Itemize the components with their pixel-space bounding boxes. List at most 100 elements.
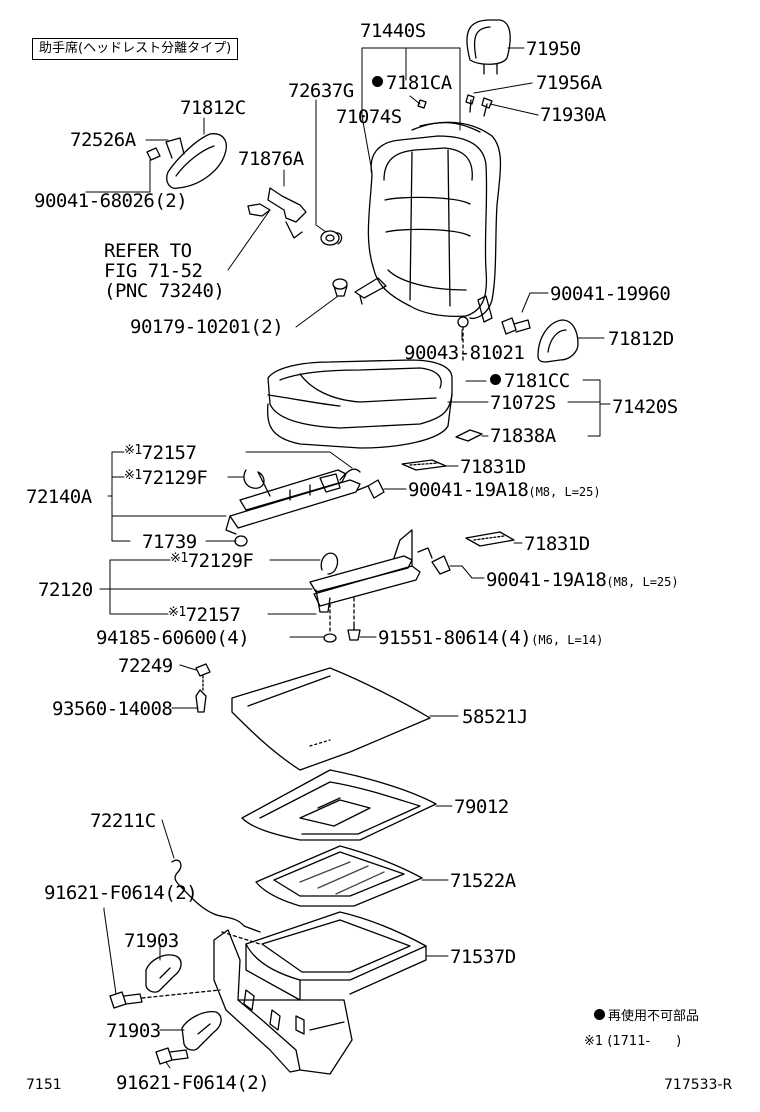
bolt-19960-drawing [501,317,531,335]
seat-track-lower-drawing [309,529,451,643]
label-71074S: 71074S [336,106,402,128]
label-7181CA: 7181CA [372,74,452,93]
spec-m6: (M6, L=14) [531,633,604,647]
footnote-mark: ※1 [170,551,188,566]
label-90043-81021: 90043-81021 [404,342,525,364]
label-90041-19A18-lower-text: 90041-19A18 [486,569,607,591]
pad-71831D-lower-drawing [465,531,515,547]
label-72120: 72120 [38,579,93,601]
pad-71838A-drawing [455,429,483,442]
footer-figure-number: 7151 [26,1077,62,1093]
label-71956A: 71956A [536,72,602,94]
label-71903-upper: 71903 [124,930,179,952]
label-72637G: 72637G [288,80,354,102]
cover-71812D-drawing [537,319,579,363]
label-72249: 72249 [118,655,173,677]
label-71876A: 71876A [238,148,304,170]
bolt-68026-drawing [146,147,161,161]
label-72140A: 72140A [26,486,92,508]
label-71522A: 71522A [450,870,516,892]
label-71812D: 71812D [608,328,674,350]
spec-m8-upper: (M8, L=25) [528,485,601,499]
refer-line-2: FIG 71-52 [104,260,203,282]
refer-line-3: (PNC 73240) [104,280,225,302]
label-91621-F0614-lower: 91621-F0614(2) [116,1072,270,1094]
label-90041-19A18-upper: 90041-19A18(M8, L=25) [408,481,601,500]
label-90041-19A18-upper-text: 90041-19A18 [408,479,529,501]
footer-illustration-code: 717533-R [664,1077,733,1093]
label-90041-19960: 90041-19960 [550,283,671,305]
label-72129F-upper: ※172129F [124,467,208,489]
nonreusable-dot-icon [372,76,383,87]
legend-nonreusable: 再使用不可部品 [594,1009,700,1024]
seat-cushion-drawing [266,359,453,449]
legend-nonreusable-text: 再使用不可部品 [608,1009,700,1024]
label-93560-14008: 93560-14008 [52,698,173,720]
label-90179-10201: 90179-10201(2) [130,316,284,338]
footnote-mark: ※1 [124,443,142,458]
spec-m8-lower: (M8, L=25) [606,575,679,589]
bolt-91621-lower-drawing [155,1047,189,1065]
label-72129F-upper-text: 72129F [141,467,208,489]
footnote-mark: ※1 [168,605,186,620]
label-71812C: 71812C [180,97,246,119]
headrest-drawing [466,19,511,75]
label-90041-19A18-lower: 90041-19A18(M8, L=25) [486,571,679,590]
label-72129F-lower: ※172129F [170,550,254,572]
legend-note1: ※1 (1711- ) [584,1035,681,1048]
label-79012: 79012 [454,796,509,818]
label-72157-upper: ※172157 [124,442,197,464]
label-7181CA-text: 7181CA [386,72,452,94]
label-71950: 71950 [526,38,581,60]
clip-72249-drawing [195,663,211,713]
refer-line-1: REFER TO [104,240,192,262]
label-72526A: 72526A [70,129,136,151]
label-71903-lower: 71903 [106,1020,161,1042]
label-72129F-lower-text: 72129F [187,550,254,572]
label-72157-upper-text: 72157 [141,442,197,464]
label-72157-lower-text: 72157 [185,604,241,626]
label-71420S: 71420S [612,396,678,418]
label-90041-68026: 90041-68026(2) [34,190,188,212]
lever-71903-upper-drawing [145,954,182,993]
pad-71522A-drawing [255,845,423,907]
cover-71812C-drawing [165,133,228,189]
lever-71903-lower-drawing [181,1011,222,1051]
view-title-box: 助手席(ヘッドレスト分離タイプ) [32,38,239,60]
nonreusable-dot-icon [594,1009,605,1020]
recliner-knob-drawing [320,230,343,246]
label-71537D: 71537D [450,946,516,968]
clip-90179-drawing [332,278,348,297]
label-7181CC-text: 7181CC [504,370,570,392]
label-94185-60600: 94185-60600(4) [96,627,250,649]
pad-71831D-upper-drawing [401,459,447,471]
legend-note1-mark: ※1 [584,1034,604,1049]
label-58521J: 58521J [462,706,528,728]
nonreusable-dot-icon [490,374,501,385]
seat-back-drawing [354,121,502,361]
label-72157-lower: ※172157 [168,604,241,626]
label-7181CC: 7181CC [490,372,570,391]
label-71739: 71739 [142,531,197,553]
label-71072S: 71072S [490,392,556,414]
label-91551-80614: 91551-80614(4)(M6, L=14) [378,629,603,648]
wire-72211C-drawing [171,859,261,933]
pan-79012-drawing [241,769,437,841]
frame-71537D-drawing [213,911,427,1075]
leader-lines [85,47,611,1069]
footnote-mark: ※1 [124,468,142,483]
label-91551-80614-text: 91551-80614(4) [378,627,532,649]
label-71831D-upper: 71831D [460,456,526,478]
pan-cover-58521J-drawing [231,667,431,771]
bolt-91621-upper-drawing [109,989,221,1009]
label-91621-F0614-upper: 91621-F0614(2) [44,882,198,904]
label-71838A: 71838A [490,425,556,447]
guide-parts-drawing [417,94,493,117]
legend-note1-text: (1711- ) [607,1034,682,1049]
seat-track-upper-drawing [225,468,385,547]
label-71930A: 71930A [540,104,606,126]
label-71440S: 71440S [360,20,426,42]
lever-drawing [247,187,307,239]
